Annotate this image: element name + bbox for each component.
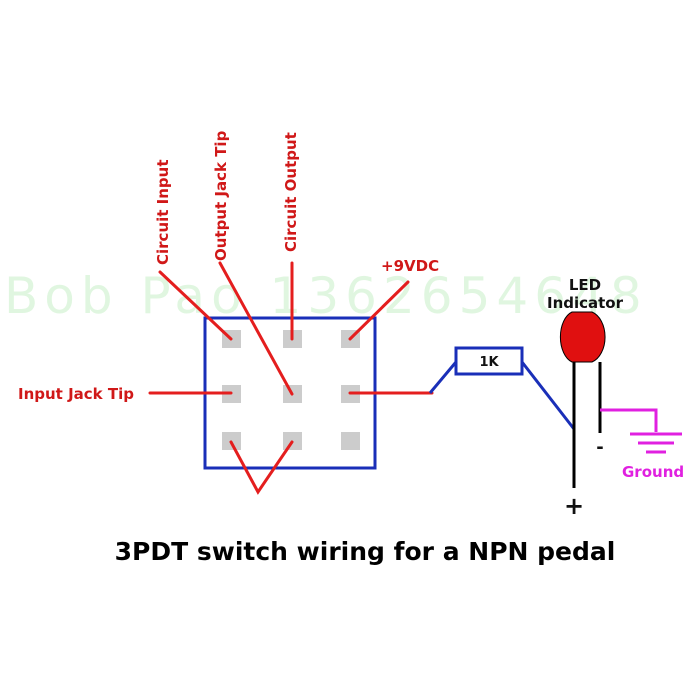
switch-lug	[341, 432, 360, 450]
diagram-title: 3PDT switch wiring for a NPN pedal	[115, 537, 616, 566]
led-plus-sign: +	[564, 492, 584, 520]
ground-wire	[600, 408, 658, 432]
label-led: LED	[569, 276, 601, 294]
wire-circuit-input	[158, 270, 233, 341]
wire-resistor-to-led	[520, 361, 576, 430]
wire-output-jack-tip	[218, 261, 294, 396]
watermark-text: Bob Pao 1362654648	[4, 267, 648, 325]
label-indicator: Indicator	[547, 294, 624, 312]
label-input-jack-tip: Input Jack Tip	[18, 385, 134, 403]
wire-jumper	[229, 440, 294, 495]
label-9vdc: +9VDC	[381, 257, 439, 275]
resistor-label: 1K	[479, 355, 499, 370]
resistor-circuit: 1K	[428, 346, 576, 430]
red-wires	[148, 261, 434, 495]
label-ground: Ground	[622, 463, 684, 481]
wire-switch-to-resistor	[428, 361, 458, 394]
wire-9vdc	[348, 280, 410, 341]
resistor-1k	[454, 346, 524, 376]
led-indicator: + -	[559, 311, 606, 520]
led-body	[559, 311, 606, 363]
led-minus-sign: -	[596, 437, 603, 458]
ground-symbol	[600, 408, 682, 454]
label-output-jack-tip: Output Jack Tip	[212, 130, 230, 261]
label-circuit-output: Circuit Output	[282, 132, 300, 252]
label-circuit-input: Circuit Input	[154, 160, 172, 266]
